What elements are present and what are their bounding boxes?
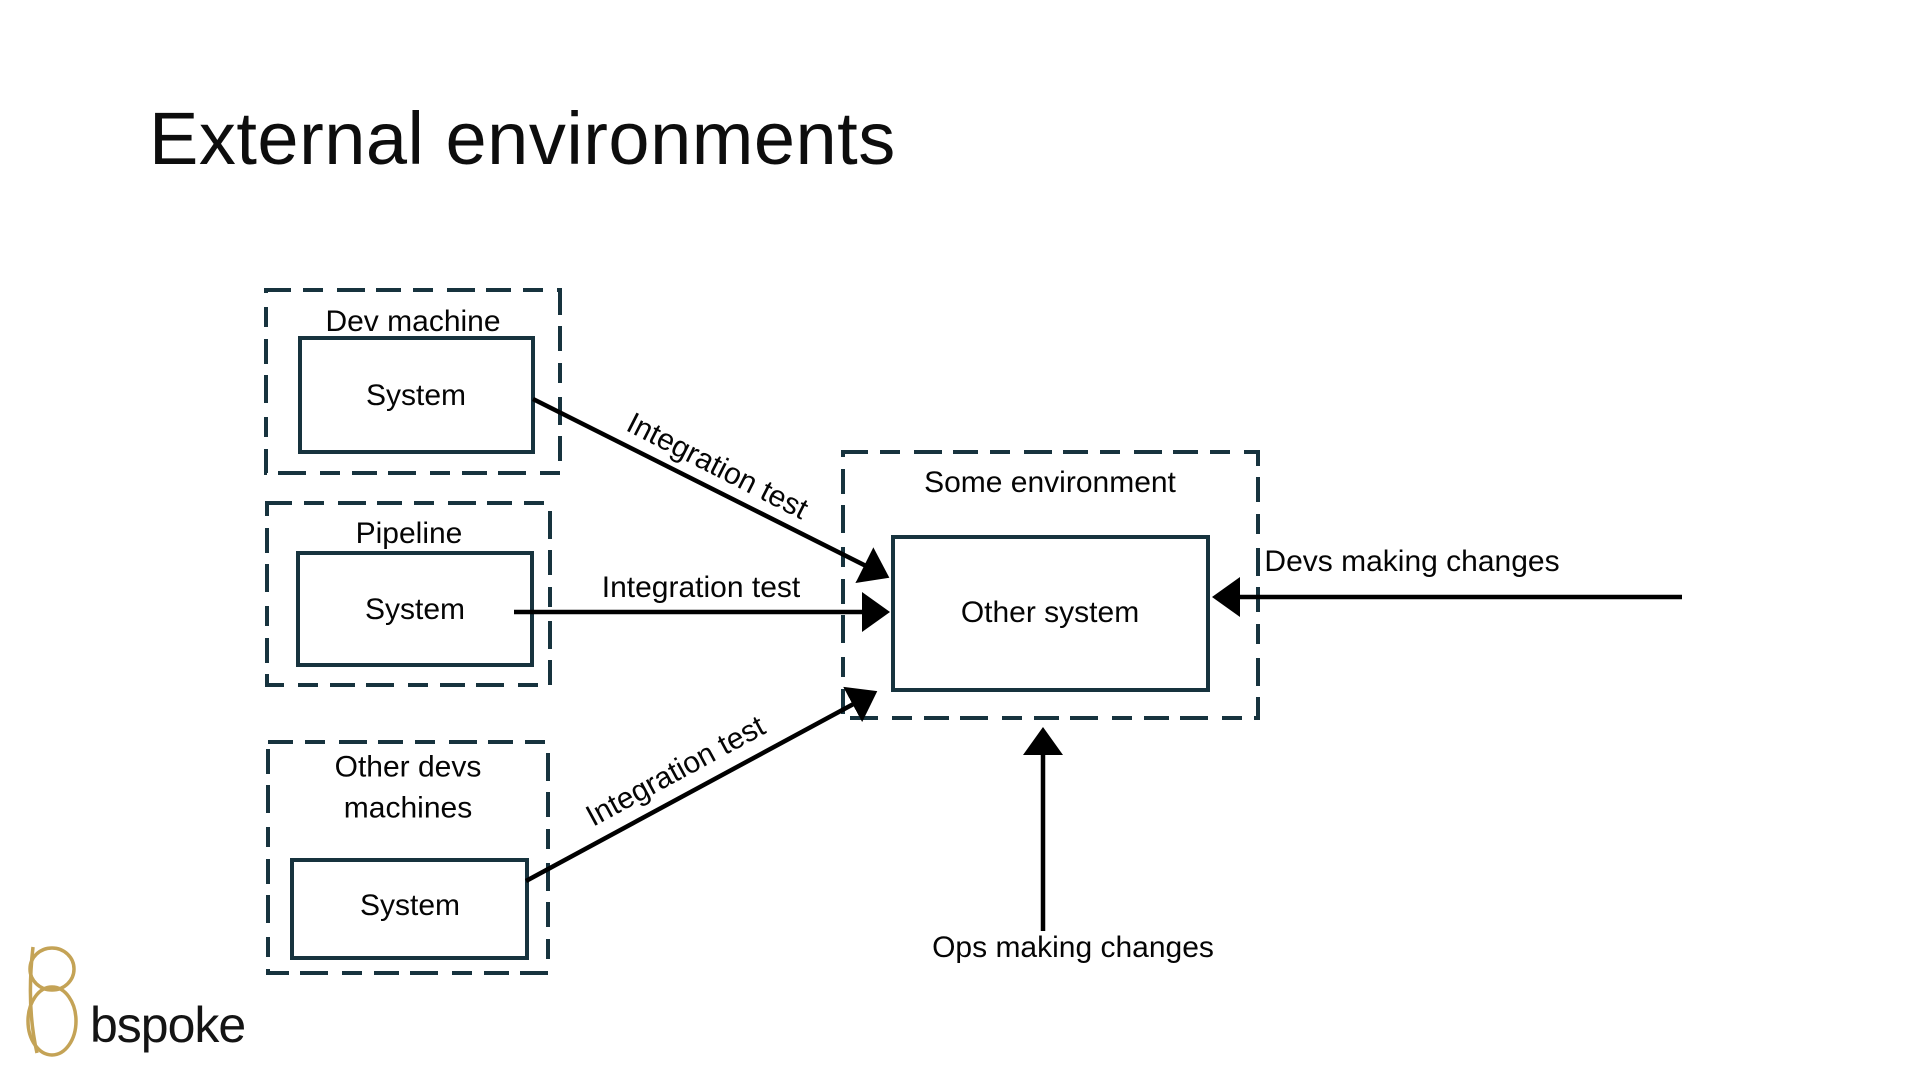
system-label-pipeline: System: [364, 592, 466, 626]
system-label-other-devs: System: [359, 888, 461, 922]
logo-top-circle: [28, 946, 76, 992]
system-label-dev: System: [365, 378, 467, 412]
dashed-boxes-group: [264, 288, 1260, 975]
some-environment-box: [841, 450, 1260, 720]
some-environment-label: Some environment: [924, 465, 1176, 499]
other-system-label: Other system: [960, 595, 1140, 629]
devs-making-changes-label: Devs making changes: [1264, 544, 1560, 578]
pipeline-label: Pipeline: [355, 516, 463, 550]
system-box-other-devs: [290, 858, 529, 960]
integration-test-arrow-3: [524, 686, 878, 883]
bspoke-logo-text: bspoke: [90, 997, 246, 1053]
integration-test-label-2: Integration test: [601, 570, 801, 604]
system-box-dev: [298, 336, 535, 454]
dev-machine-box: [264, 288, 562, 475]
integration-test-arrow-1: [531, 396, 890, 584]
arrows-group: [514, 396, 1682, 931]
system-box-pipeline: [296, 551, 534, 667]
page-title: External environments: [149, 97, 896, 180]
other-devs-machines-label: Other devs machines: [334, 750, 482, 825]
dev-machine-label: Dev machine: [325, 304, 501, 338]
other-system-box: [891, 535, 1210, 692]
pipeline-box: [265, 501, 552, 687]
solid-boxes-group: [290, 336, 1210, 960]
ops-making-changes-label: Ops making changes: [932, 930, 1214, 964]
bspoke-logo-icon: [26, 946, 78, 1057]
logo-bottom-circle: [26, 985, 78, 1057]
